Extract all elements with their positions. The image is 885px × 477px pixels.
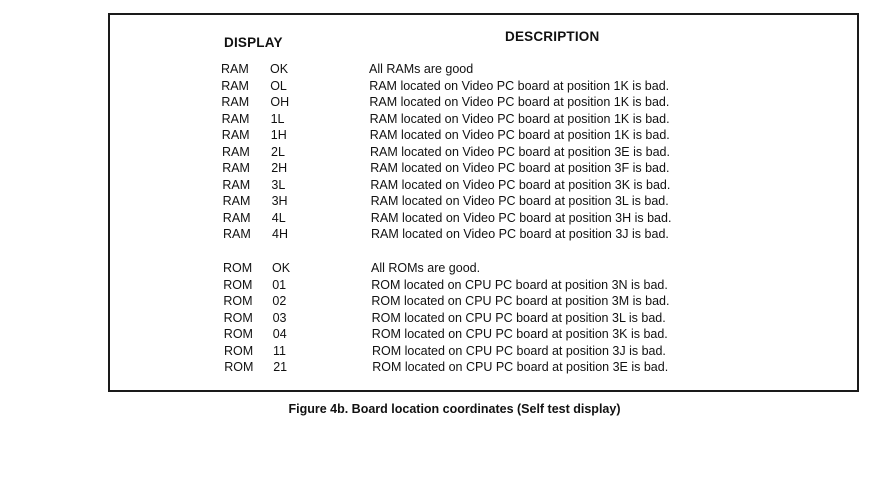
description-cell: RAM located on Video PC board at positio… bbox=[369, 95, 670, 109]
description-cell: RAM located on Video PC board at positio… bbox=[370, 210, 672, 225]
description-cell: All ROMs are good. bbox=[371, 261, 481, 275]
code-cell: OL bbox=[270, 78, 287, 93]
device-cell: RAM bbox=[222, 144, 250, 159]
description-cell: ROM located on CPU PC board at position … bbox=[371, 277, 668, 292]
description-cell: ROM located on CPU PC board at position … bbox=[371, 327, 668, 341]
code-cell: OH bbox=[270, 95, 290, 109]
code-cell: 3H bbox=[271, 194, 288, 208]
device-cell: ROM bbox=[223, 261, 253, 275]
description-cell: ROM located on CPU PC board at position … bbox=[371, 310, 666, 325]
device-cell: ROM bbox=[223, 310, 253, 325]
device-cell: RAM bbox=[221, 111, 250, 126]
device-cell: RAM bbox=[221, 78, 249, 93]
device-cell: RAM bbox=[221, 128, 250, 142]
description-cell: RAM located on Video PC board at positio… bbox=[369, 128, 670, 142]
code-cell: OK bbox=[270, 62, 289, 76]
description-cell: RAM located on Video PC board at positio… bbox=[370, 177, 671, 192]
table-frame: DISPLAY DESCRIPTION RAM OK All RAMs are go… bbox=[108, 13, 859, 392]
code-cell: 4H bbox=[272, 227, 288, 241]
device-cell: RAM bbox=[222, 177, 251, 192]
code-cell: 3L bbox=[271, 177, 286, 192]
code-cell: 21 bbox=[273, 360, 288, 374]
description-cell: ROM located on CPU PC board at position … bbox=[372, 343, 666, 358]
code-cell: 11 bbox=[273, 343, 286, 358]
code-cell: 01 bbox=[272, 277, 287, 292]
figure-caption: Figure 4b. Board location coordinates (S… bbox=[288, 402, 621, 416]
description-cell: RAM located on Video PC board at positio… bbox=[370, 144, 670, 159]
description-cell: RAM located on Video PC board at positio… bbox=[369, 111, 670, 126]
description-cell: All RAMs are good bbox=[369, 62, 474, 76]
device-cell: ROM bbox=[223, 277, 253, 292]
description-cell: RAM located on Video PC board at positio… bbox=[370, 161, 670, 175]
device-cell: RAM bbox=[222, 161, 250, 175]
device-cell: ROM bbox=[224, 343, 254, 358]
display-column-header: DISPLAY bbox=[224, 35, 283, 50]
code-cell: 04 bbox=[272, 327, 287, 341]
code-cell: 02 bbox=[272, 294, 287, 308]
device-cell: ROM bbox=[224, 360, 254, 374]
code-cell: 2L bbox=[271, 144, 285, 159]
code-cell: 1H bbox=[270, 128, 287, 142]
code-cell: 03 bbox=[272, 310, 287, 325]
description-cell: RAM located on Video PC board at positio… bbox=[369, 78, 670, 93]
code-cell: 1L bbox=[270, 111, 285, 126]
description-cell: ROM located on CPU PC board at position … bbox=[371, 294, 670, 308]
description-cell: RAM located on Video PC board at positio… bbox=[370, 194, 669, 208]
device-cell: RAM bbox=[223, 227, 251, 241]
description-column-header: DESCRIPTION bbox=[505, 29, 600, 44]
device-cell: RAM bbox=[221, 95, 250, 109]
device-cell: ROM bbox=[223, 327, 253, 341]
device-cell: ROM bbox=[223, 294, 253, 308]
device-cell: RAM bbox=[221, 62, 249, 76]
code-cell: 2H bbox=[271, 161, 288, 175]
code-cell: 4L bbox=[271, 210, 286, 225]
code-cell: OK bbox=[272, 261, 291, 275]
device-cell: RAM bbox=[222, 194, 251, 208]
device-cell: RAM bbox=[222, 210, 251, 225]
description-cell: ROM located on CPU PC board at position … bbox=[372, 360, 669, 374]
description-cell: RAM located on Video PC board at positio… bbox=[371, 227, 669, 241]
